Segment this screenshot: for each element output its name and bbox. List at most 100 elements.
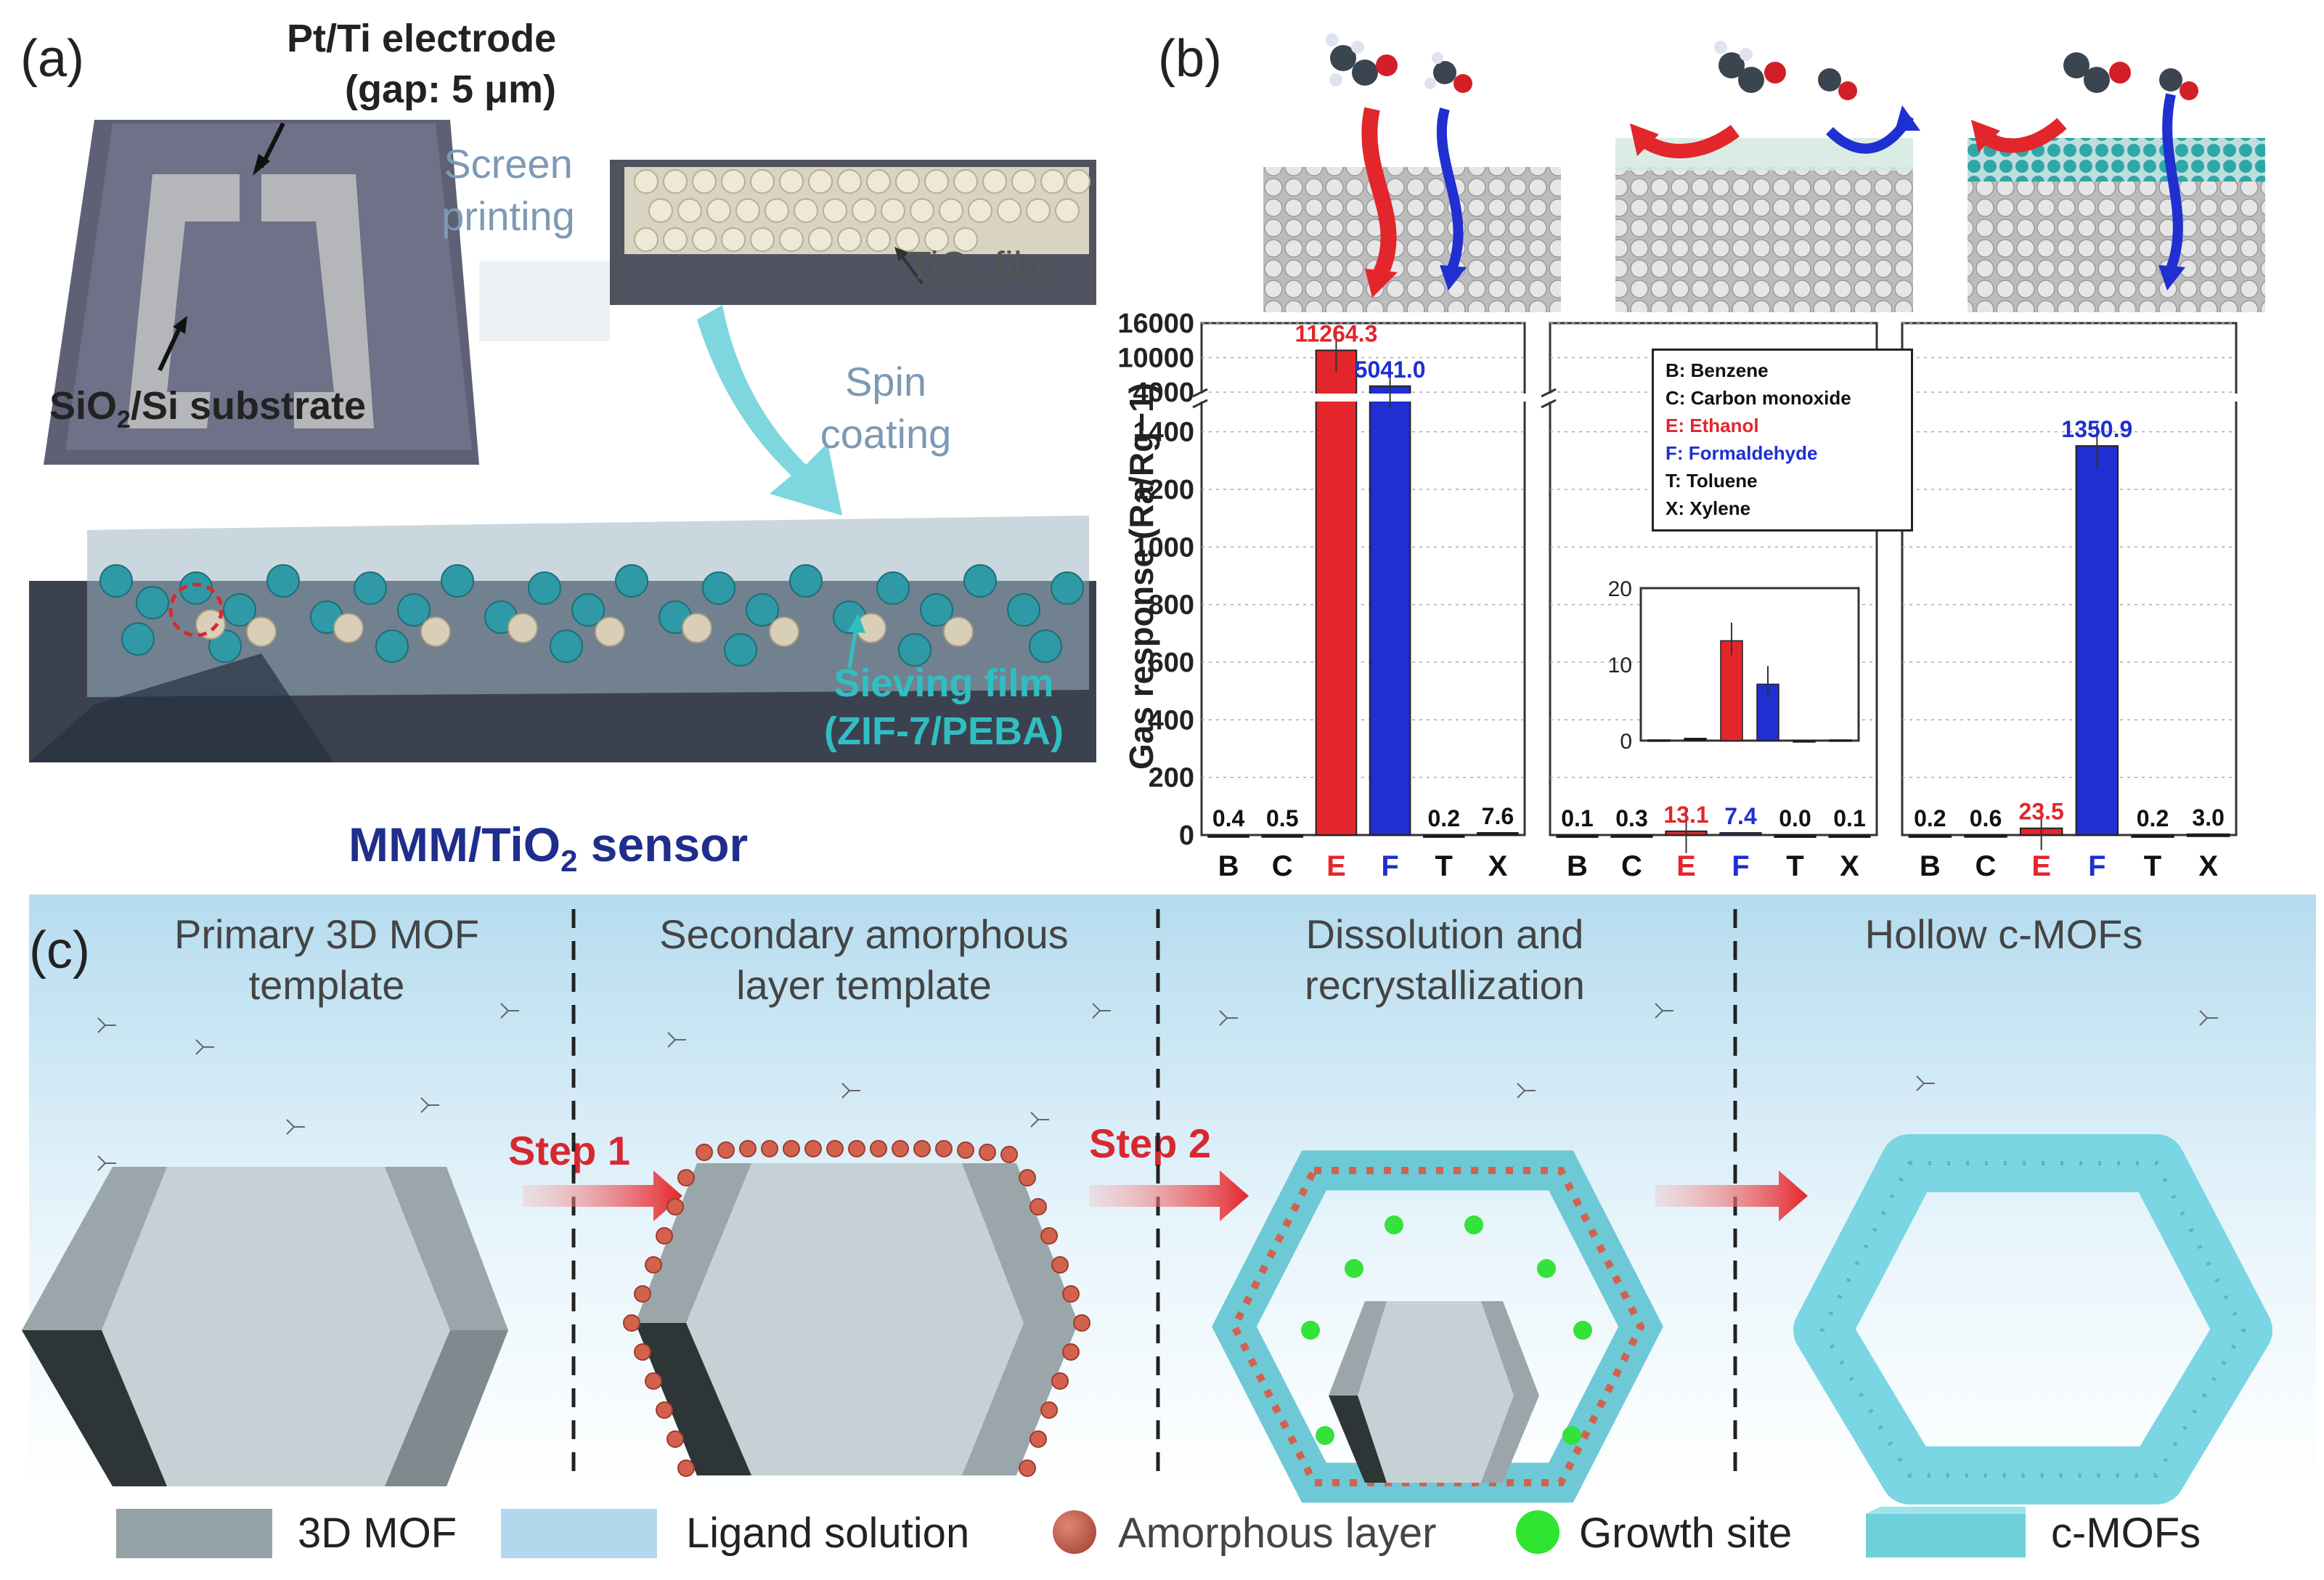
legend-row-T: T: Toluene	[1665, 470, 1758, 492]
step2-label: Step 2	[1089, 1120, 1212, 1166]
inset-bar-X	[1829, 739, 1852, 742]
value-label-B: 0.1	[1561, 805, 1593, 831]
value-label-E: 23.5	[2019, 799, 2064, 825]
step-title-1: Primary 3D MOF template	[174, 911, 479, 1008]
electrode-right	[261, 174, 374, 428]
bar-C	[1964, 834, 2007, 838]
value-label-E: 13.1	[1663, 802, 1708, 828]
legend-row-E: E: Ethanol	[1665, 415, 1759, 436]
screen-printing-label: Screen printing	[441, 141, 575, 239]
panel-c-label: (c)	[29, 921, 90, 980]
sieving-film-label: Sieving film (ZIF-7/PEBA)	[824, 661, 1064, 753]
ytick-label: 600	[1149, 648, 1194, 678]
electrode-label: Pt/Ti electrode	[287, 16, 556, 61]
inset-bar-C	[1684, 738, 1707, 741]
legend-label-amorphous: Amorphous layer	[1118, 1510, 1437, 1557]
bar-X	[1477, 831, 1519, 836]
legend-row-X: X: Xylene	[1665, 497, 1751, 519]
film-bare	[1263, 167, 1561, 312]
panel-c-illustration	[22, 909, 2272, 1504]
value-label-T: 0.2	[1428, 805, 1460, 831]
legend-row-B: B: Benzene	[1665, 359, 1769, 381]
bar-X	[2186, 833, 2230, 837]
film-pebad	[1615, 167, 1913, 312]
ytick-label: 4000	[1133, 378, 1194, 408]
legend-label-ligand: Ligand solution	[686, 1510, 970, 1557]
ytick-label: 10000	[1117, 343, 1194, 374]
panel-b-illustrations	[1263, 33, 2265, 312]
value-label-T: 0.2	[2137, 805, 2169, 831]
value-label-F: 1350.9	[2061, 416, 2132, 442]
step-title-4: Hollow c-MOFs	[1864, 911, 2143, 957]
tick-label-E: E	[1676, 850, 1696, 882]
panel-c: (c) Primary 3D MOF template Secondary am…	[22, 895, 2316, 1504]
inset-frame	[1639, 587, 1860, 742]
ytick-label: 800	[1149, 590, 1194, 621]
chart-frame-1	[1549, 322, 1878, 836]
bar-F	[1719, 832, 1762, 836]
step1-label: Step 1	[508, 1128, 631, 1173]
bar-T	[1422, 834, 1465, 838]
legend-label-growth: Growth site	[1579, 1510, 1793, 1557]
axis-break-mark	[1192, 399, 1208, 409]
panel-a-illustration	[29, 120, 1096, 762]
tio2-film-label: TiO2 film	[908, 244, 1055, 293]
bar-F	[2075, 445, 2119, 836]
value-label-C: 0.6	[1970, 805, 2002, 831]
legend-label-cmof: c-MOFs	[2051, 1510, 2201, 1557]
value-label-F: 5041.0	[1355, 357, 1426, 383]
tick-label-B: B	[1218, 850, 1239, 882]
step1-arrow	[523, 1170, 682, 1221]
legend-swatch-amorphous	[1053, 1510, 1096, 1554]
inset-ytick-label: 10	[1608, 653, 1632, 677]
tick-label-C: C	[1272, 850, 1293, 882]
bar-T	[2131, 834, 2174, 838]
tick-label-T: T	[1786, 850, 1803, 882]
ytick-label: 1000	[1133, 532, 1194, 563]
mof-template-1	[22, 1167, 508, 1486]
ytick-label: 1400	[1133, 418, 1194, 448]
spin-coating-arrow	[697, 305, 842, 516]
bar-B	[1207, 834, 1249, 838]
inset-ytick-label: 20	[1608, 577, 1632, 601]
tick-label-B: B	[1920, 850, 1941, 882]
tick-label-X: X	[2198, 850, 2218, 882]
spin-coating-label: Spin coating	[820, 359, 952, 457]
value-label-X: 3.0	[2192, 805, 2224, 831]
molecule-ethanol-1	[1326, 33, 1398, 86]
axis-break-2	[1895, 394, 2243, 402]
step2-arrow	[1089, 1170, 1249, 1221]
tick-label-T: T	[2144, 850, 2161, 882]
bar-C	[1261, 834, 1304, 838]
molecule-formaldehyde-1	[1424, 52, 1472, 93]
mof-template-2	[623, 1140, 1090, 1477]
inset-bar-E	[1720, 640, 1743, 741]
film-mmm	[1968, 167, 2265, 312]
electrode-label-line1: Pt/Ti electrode	[287, 17, 557, 60]
legend-swatch-growth	[1516, 1510, 1559, 1554]
gas-response-charts: 0.4B0.5C11264.3E5041.0F0.2T7.6X0.1B0.3C1…	[1117, 309, 2243, 882]
inset-bar-T	[1793, 740, 1816, 743]
electrode-gap-label: (gap: 5 μm)	[345, 68, 557, 111]
ytick-label: 16000	[1117, 309, 1194, 339]
panel-b-label: (b)	[1158, 30, 1222, 88]
panel-a-label: (a)	[20, 30, 84, 88]
ytick-label: 200	[1149, 763, 1194, 794]
tick-label-T: T	[1435, 850, 1453, 882]
electrode-left	[127, 174, 240, 428]
sensor-title: MMM/TiO2 sensor	[348, 818, 749, 879]
hollow-c-mof	[1793, 1134, 2272, 1504]
tick-label-F: F	[2088, 850, 2105, 882]
axis-break-mark	[1541, 399, 1557, 409]
mof-recrystallization	[1212, 1150, 1663, 1503]
inset-ytick-label: 0	[1620, 730, 1632, 754]
tick-label-C: C	[1976, 850, 1997, 882]
legend-row-F: F: Formaldehyde	[1665, 442, 1818, 464]
value-label-B: 0.4	[1212, 805, 1245, 831]
bar-F	[1369, 385, 1411, 836]
tick-label-C: C	[1621, 850, 1642, 882]
bar-T	[1774, 834, 1817, 838]
value-label-C: 0.5	[1266, 805, 1298, 831]
tick-label-E: E	[1326, 850, 1346, 882]
